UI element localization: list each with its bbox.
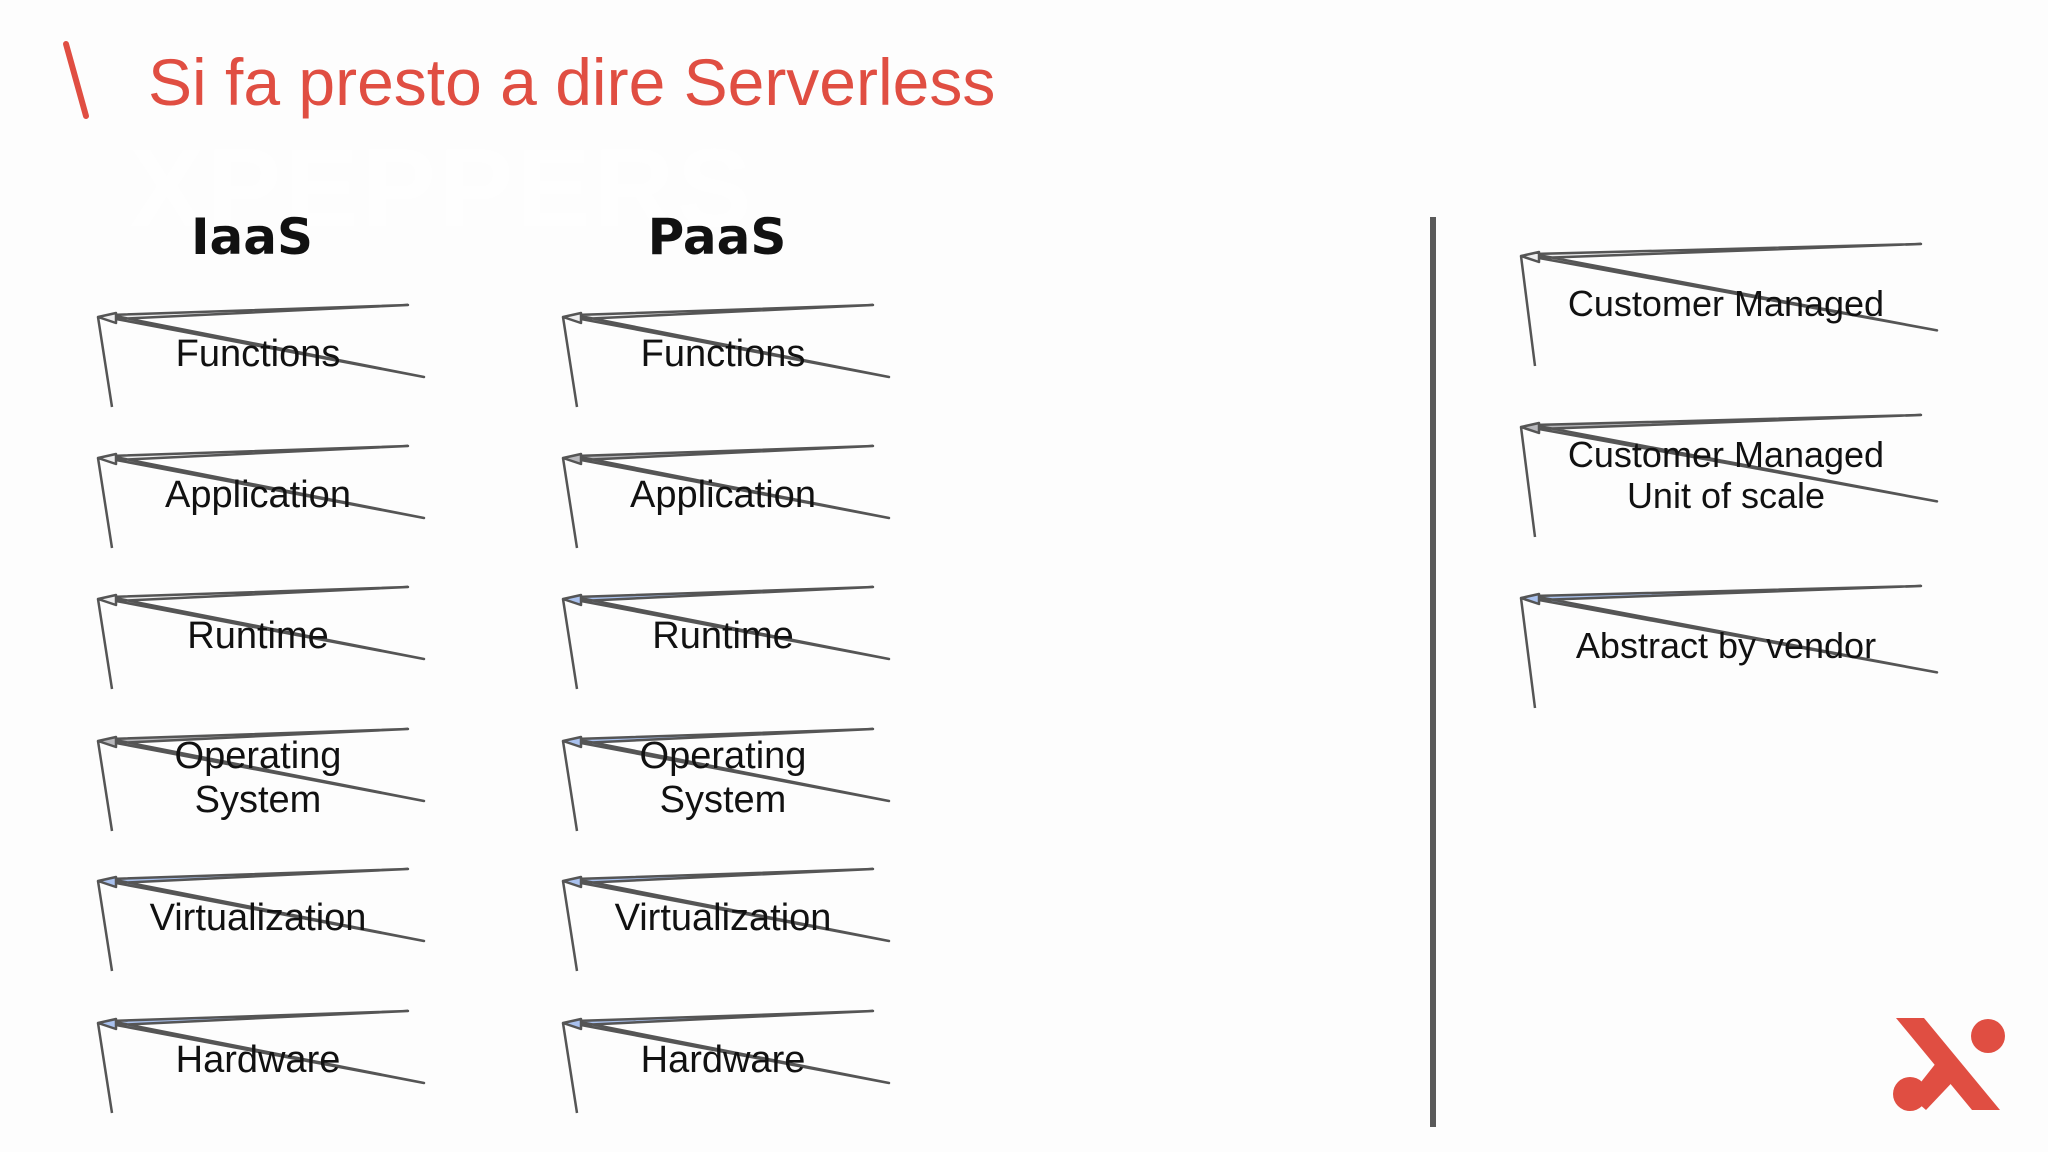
layer-box: Functions <box>561 303 891 408</box>
layer-box: Runtime <box>96 585 426 690</box>
legend-item: Customer Managed Unit of scale <box>1519 413 1939 538</box>
layer-box: Application <box>561 444 891 549</box>
paas-heading: PaaS <box>647 208 787 266</box>
layer-label: Application <box>630 474 816 517</box>
legend-item: Abstract by vendor <box>1519 584 1939 709</box>
layer-label: Customer Managed <box>1567 283 1885 325</box>
legend-item: Customer Managed <box>1519 242 1939 367</box>
layer-label: Hardware <box>640 1039 806 1082</box>
layer-box-shape <box>561 585 891 690</box>
layer-box-shape <box>96 727 426 832</box>
layer-box-shape <box>1519 413 1939 538</box>
layer-box-shape <box>561 303 891 408</box>
layer-box-shape <box>96 303 426 408</box>
layer-label: Operating System <box>174 735 342 821</box>
layer-box-shape <box>1519 584 1939 709</box>
layer-label: Runtime <box>652 615 794 658</box>
layer-box-shape <box>96 444 426 549</box>
layer-box-shape <box>561 444 891 549</box>
layer-label: Runtime <box>187 615 329 658</box>
layer-box: Operating System <box>561 727 891 832</box>
layer-box: Virtualization <box>96 867 426 972</box>
layer-label: Functions <box>640 333 806 376</box>
layer-box-shape <box>561 867 891 972</box>
iaas-heading: IaaS <box>190 208 314 266</box>
layer-label: Hardware <box>175 1039 341 1082</box>
vertical-divider <box>1430 217 1436 1127</box>
layer-label: Abstract by vendor <box>1575 625 1877 667</box>
layer-label: Operating System <box>639 735 807 821</box>
layer-box: Hardware <box>96 1009 426 1114</box>
layer-box-shape <box>96 585 426 690</box>
layer-box-shape <box>1519 242 1939 367</box>
layer-label: Application <box>165 474 351 517</box>
layer-box-shape <box>96 1009 426 1114</box>
layer-label: Customer Managed Unit of scale <box>1567 433 1885 516</box>
layer-box-shape <box>561 1009 891 1114</box>
layer-box-shape <box>561 727 891 832</box>
brand-watermark: XPEPPERS <box>130 127 756 250</box>
layer-box: Runtime <box>561 585 891 690</box>
layer-label: Virtualization <box>149 897 367 940</box>
xpeppers-logo-icon <box>1893 1018 2005 1111</box>
layer-box: Functions <box>96 303 426 408</box>
layer-box-shape <box>96 867 426 972</box>
layer-box: Application <box>96 444 426 549</box>
layer-box: Hardware <box>561 1009 891 1114</box>
layer-label: Virtualization <box>614 897 832 940</box>
layer-label: Functions <box>175 333 341 376</box>
title-slash-icon <box>63 41 89 119</box>
layer-box: Operating System <box>96 727 426 832</box>
layer-box: Virtualization <box>561 867 891 972</box>
slide-title: Si fa presto a dire Serverless <box>148 45 996 119</box>
